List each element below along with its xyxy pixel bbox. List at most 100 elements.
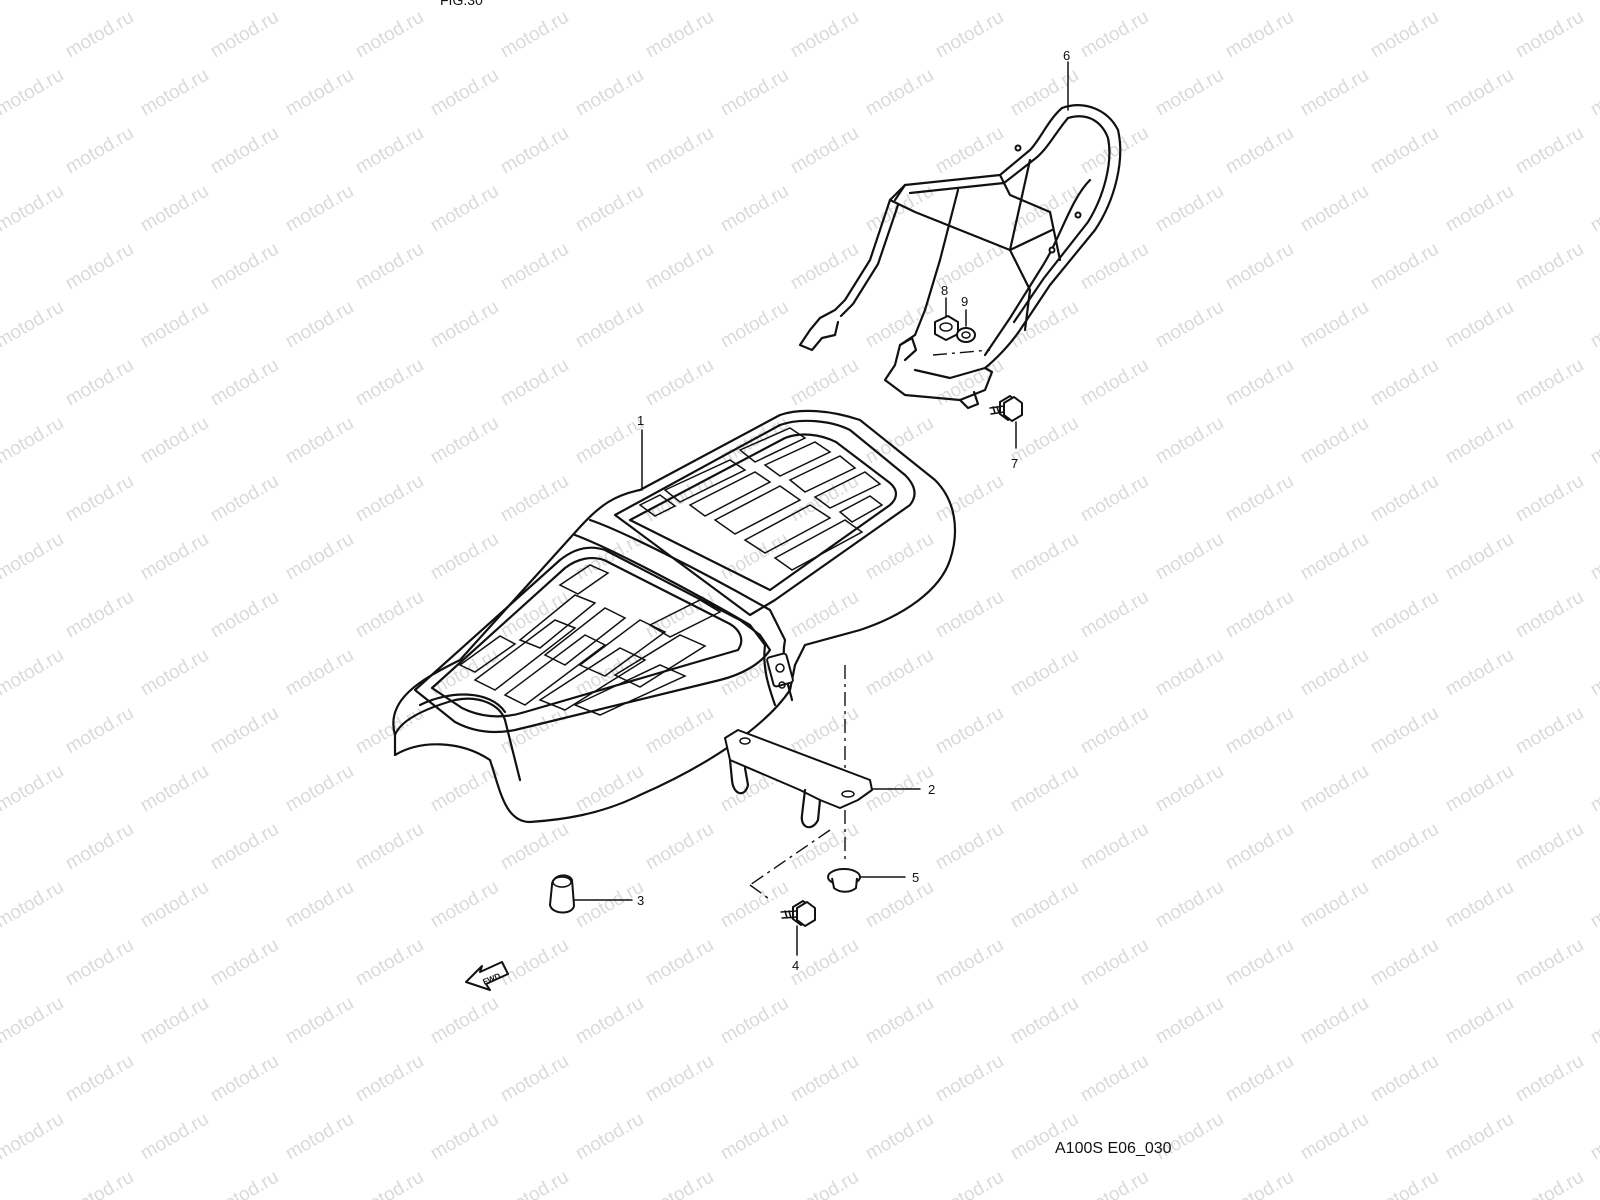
watermark-text: motod.ru xyxy=(787,819,862,875)
watermark-text: motod.ru xyxy=(642,935,717,991)
watermark-text: motod.ru xyxy=(787,1051,862,1107)
watermark-text: motod.ru xyxy=(1077,703,1152,759)
callout-1: 1 xyxy=(637,413,644,428)
watermark-text: motod.ru xyxy=(1367,355,1442,411)
watermark-text: motod.ru xyxy=(1152,761,1227,817)
watermark-text: motod.ru xyxy=(932,587,1007,643)
watermark-text: motod.ru xyxy=(427,993,502,1049)
watermark-text: motod.ru xyxy=(642,355,717,411)
watermark-text: motod.ru xyxy=(787,239,862,295)
watermark-text: motod.ru xyxy=(0,65,67,121)
watermark-text: motod.ru xyxy=(787,703,862,759)
watermark-text: motod.ru xyxy=(862,65,937,121)
watermark-text: motod.ru xyxy=(1152,0,1227,4)
watermark-text: motod.ru xyxy=(1587,181,1600,237)
watermark-text: motod.ru xyxy=(1442,761,1517,817)
watermark-text: motod.ru xyxy=(282,877,357,933)
watermark-text: motod.ru xyxy=(1367,123,1442,179)
watermark-text: motod.ru xyxy=(1442,877,1517,933)
callout-7: 7 xyxy=(1011,456,1018,471)
watermark-text: motod.ru xyxy=(572,65,647,121)
watermark-text: motod.ru xyxy=(0,761,67,817)
watermark-text: motod.ru xyxy=(137,761,212,817)
watermark-text: motod.ru xyxy=(497,1051,572,1107)
watermark-text: motod.ru xyxy=(282,993,357,1049)
watermark-text: motod.ru xyxy=(352,819,427,875)
watermark-text: motod.ru xyxy=(1367,819,1442,875)
watermark-text: motod.ru xyxy=(62,123,137,179)
watermark-text: motod.ru xyxy=(717,529,792,585)
watermark-text: motod.ru xyxy=(62,355,137,411)
nut-part-8 xyxy=(934,297,959,341)
watermark-text: motod.ru xyxy=(282,413,357,469)
watermark-text: motod.ru xyxy=(0,297,67,353)
watermark-text: motod.ru xyxy=(642,1167,717,1200)
rubber-cap-part-3 xyxy=(549,874,633,914)
watermark-text: motod.ru xyxy=(1152,529,1227,585)
watermark-text: motod.ru xyxy=(497,7,572,63)
watermark-text: motod.ru xyxy=(787,7,862,63)
watermark-text: motod.ru xyxy=(1297,181,1372,237)
watermark-text: motod.ru xyxy=(352,355,427,411)
watermark-text: motod.ru xyxy=(1222,935,1297,991)
watermark-text: motod.ru xyxy=(1007,993,1082,1049)
watermark-text: motod.ru xyxy=(282,761,357,817)
callout-2: 2 xyxy=(928,782,935,797)
watermark-text: motod.ru xyxy=(1297,761,1372,817)
watermark-text: motod.ru xyxy=(1007,413,1082,469)
watermark-text: motod.ru xyxy=(352,587,427,643)
watermark-text: motod.ru xyxy=(1512,1051,1587,1107)
watermark-text: motod.ru xyxy=(137,877,212,933)
watermark-text: motod.ru xyxy=(207,355,282,411)
watermark-text: motod.ru xyxy=(282,529,357,585)
watermark-text: motod.ru xyxy=(1222,703,1297,759)
watermark-text: motod.ru xyxy=(787,1167,862,1200)
watermark-text: motod.ru xyxy=(1077,1051,1152,1107)
watermark-text: motod.ru xyxy=(207,935,282,991)
watermark-text: motod.ru xyxy=(717,877,792,933)
watermark-text: motod.ru xyxy=(932,819,1007,875)
watermark-text: motod.ru xyxy=(1152,181,1227,237)
watermark-text: motod.ru xyxy=(1297,65,1372,121)
watermark-text: motod.ru xyxy=(1222,123,1297,179)
watermark-text: motod.ru xyxy=(642,239,717,295)
watermark-text: motod.ru xyxy=(572,297,647,353)
watermark-text: motod.ru xyxy=(427,1109,502,1165)
watermark-text: motod.ru xyxy=(207,819,282,875)
watermark-text: motod.ru xyxy=(62,587,137,643)
watermark-text: motod.ru xyxy=(1587,0,1600,4)
watermark-text: motod.ru xyxy=(787,587,862,643)
watermark-text: motod.ru xyxy=(137,65,212,121)
watermark-text: motod.ru xyxy=(642,7,717,63)
watermark-text: motod.ru xyxy=(1007,529,1082,585)
drawing-code: A100S E06_030 xyxy=(1055,1140,1172,1157)
watermark-text: motod.ru xyxy=(1297,413,1372,469)
watermark-text: motod.ru xyxy=(352,123,427,179)
watermark-text: motod.ru xyxy=(0,645,67,701)
watermark-text: motod.ru xyxy=(1512,123,1587,179)
callout-9: 9 xyxy=(961,294,968,309)
watermark-text: motod.ru xyxy=(787,355,862,411)
watermark-text: motod.ru xyxy=(137,1109,212,1165)
watermark-text: motod.ru xyxy=(137,413,212,469)
watermark-text: motod.ru xyxy=(862,877,937,933)
watermark-text: motod.ru xyxy=(1442,0,1517,4)
watermark-text: motod.ru xyxy=(1297,1109,1372,1165)
watermark-text: motod.ru xyxy=(137,993,212,1049)
watermark-text: motod.ru xyxy=(862,993,937,1049)
watermark-text: motod.ru xyxy=(352,935,427,991)
watermark-text: motod.ru xyxy=(207,123,282,179)
watermark-text: motod.ru xyxy=(1442,993,1517,1049)
watermark-text: motod.ru xyxy=(0,877,67,933)
watermark-text: motod.ru xyxy=(1512,239,1587,295)
watermark-text: motod.ru xyxy=(352,1051,427,1107)
grommet-part-5 xyxy=(827,868,906,893)
watermark-text: motod.ru xyxy=(1442,529,1517,585)
watermark-text: motod.ru xyxy=(1367,587,1442,643)
watermark-text: motod.ru xyxy=(1587,529,1600,585)
forward-direction-arrow: FWD xyxy=(465,961,509,991)
seat-assembly xyxy=(392,409,957,824)
rear-carrier-rack xyxy=(798,61,1122,410)
watermark-text: motod.ru xyxy=(282,297,357,353)
